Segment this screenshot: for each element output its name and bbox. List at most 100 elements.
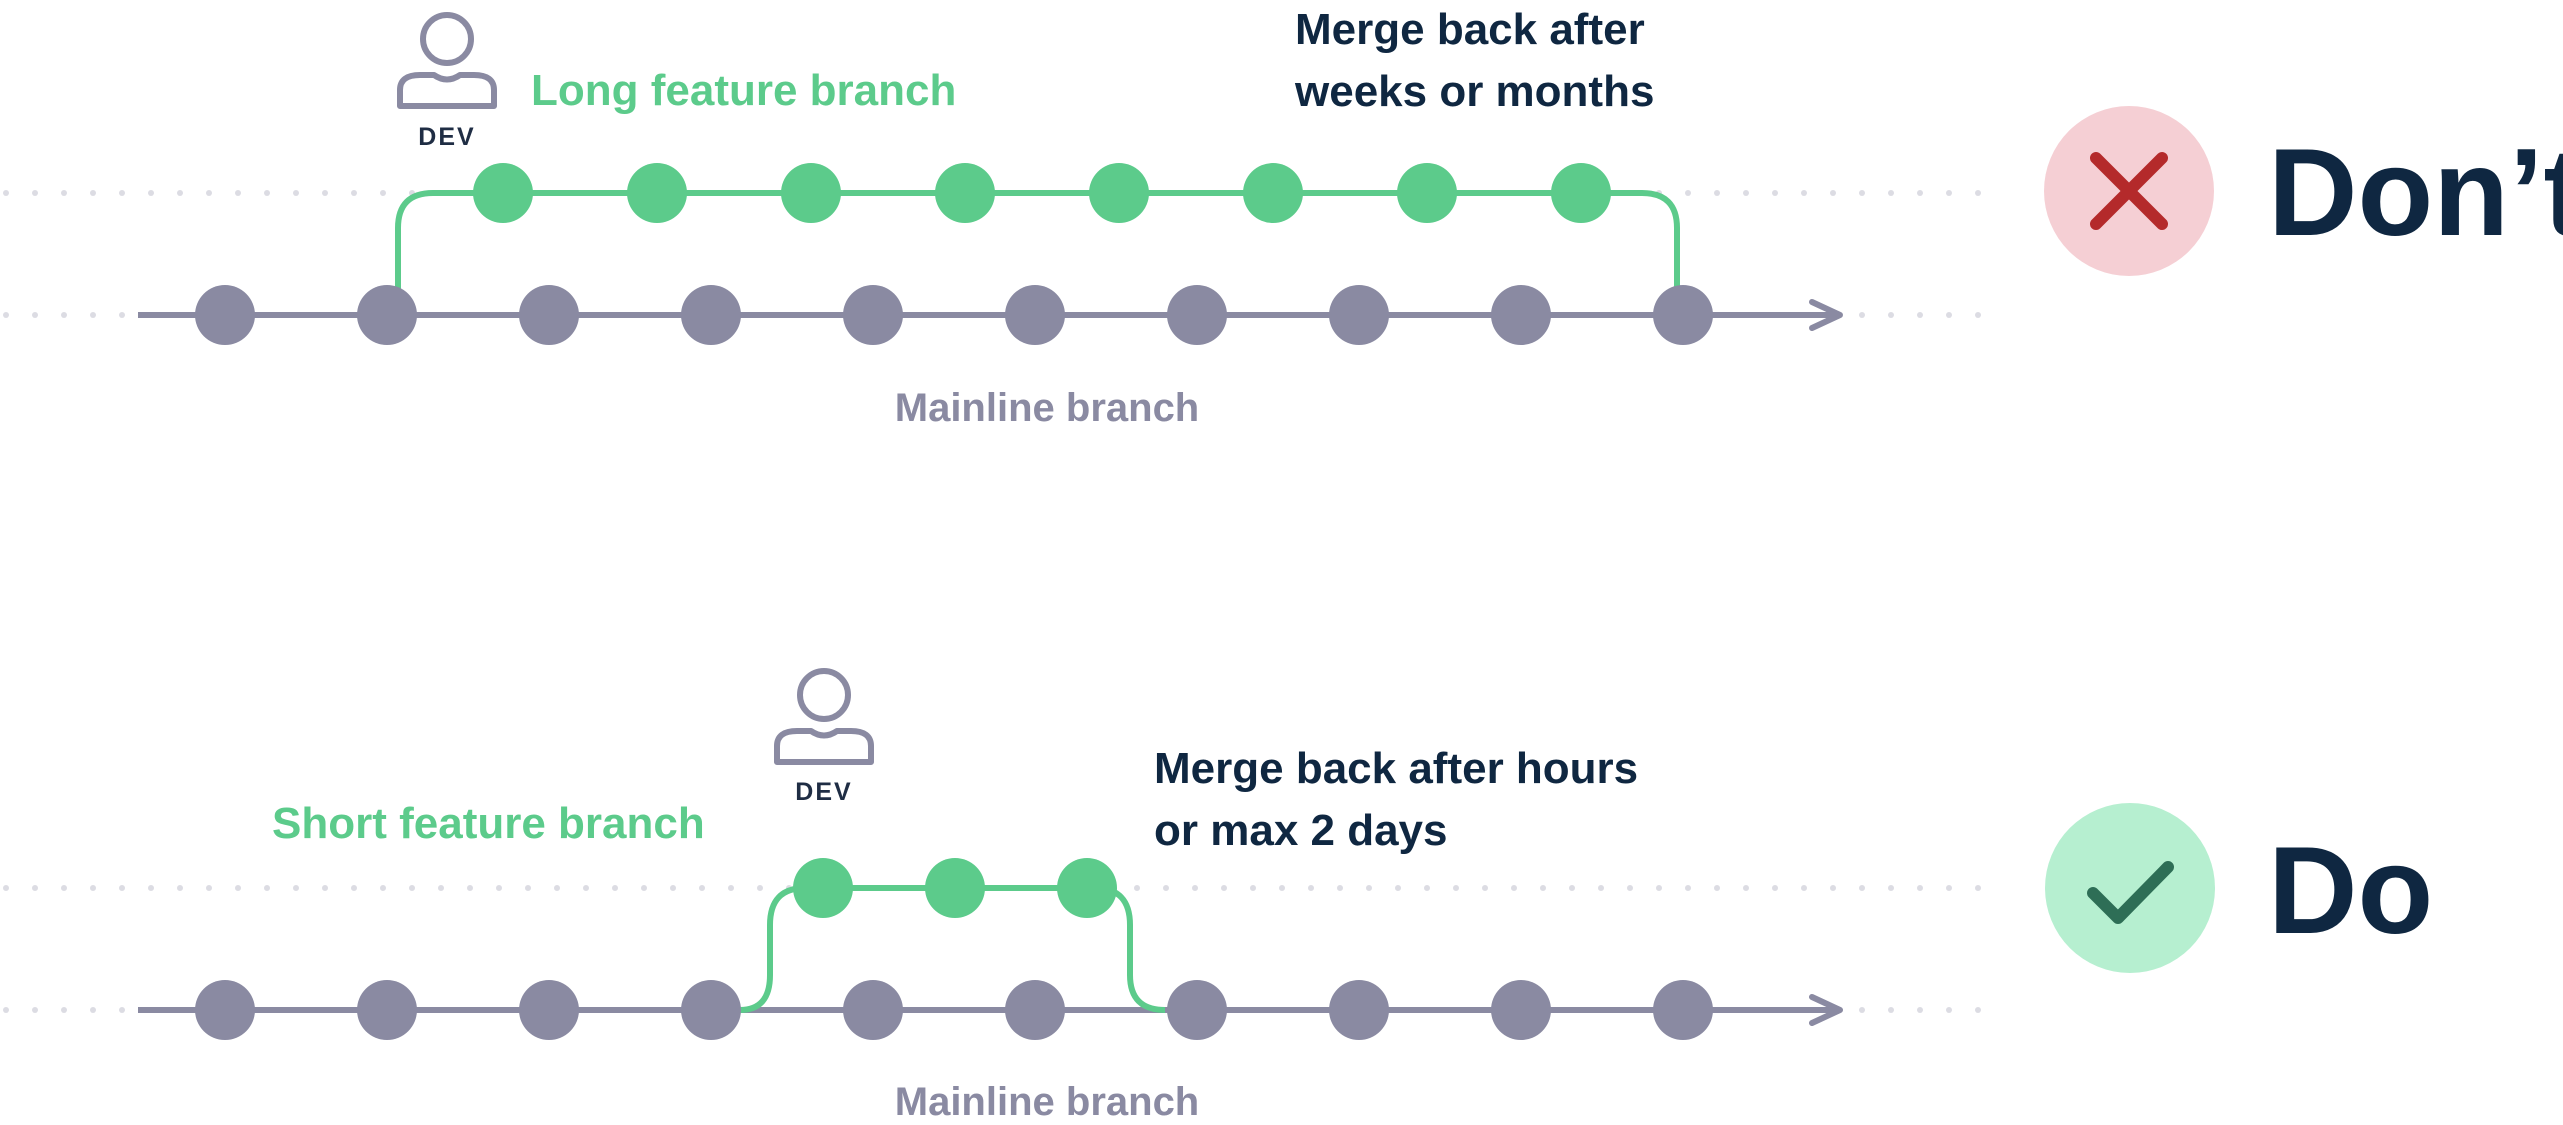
guide-dot bbox=[264, 190, 270, 196]
guide-dot bbox=[1946, 312, 1952, 318]
guide-dot bbox=[438, 885, 444, 891]
merge-note-line-2: or max 2 days bbox=[1154, 806, 1448, 855]
mainline-commit bbox=[1005, 980, 1065, 1040]
guide-dot bbox=[148, 190, 154, 196]
guide-dot bbox=[612, 885, 618, 891]
guide-dot bbox=[1395, 885, 1401, 891]
guide-dot bbox=[1511, 885, 1517, 891]
feature-commit bbox=[925, 858, 985, 918]
guide-dot bbox=[1482, 885, 1488, 891]
guide-dot bbox=[235, 190, 241, 196]
guide-dot bbox=[1337, 885, 1343, 891]
guide-dot bbox=[90, 312, 96, 318]
guide-dot bbox=[61, 312, 67, 318]
guide-dot bbox=[1917, 885, 1923, 891]
guide-dot bbox=[670, 885, 676, 891]
guide-dot bbox=[1859, 190, 1865, 196]
guide-dot bbox=[757, 885, 763, 891]
mainline-commit bbox=[1329, 980, 1389, 1040]
guide-dot bbox=[1221, 885, 1227, 891]
guide-dot bbox=[1888, 312, 1894, 318]
guide-dot bbox=[206, 190, 212, 196]
mainline-commit bbox=[843, 285, 903, 345]
feature-branch-label: Long feature branch bbox=[531, 66, 956, 115]
guide-dot bbox=[1888, 885, 1894, 891]
mainline-commit bbox=[195, 285, 255, 345]
guide-dot bbox=[90, 190, 96, 196]
guide-dot bbox=[351, 190, 357, 196]
guide-dot bbox=[1569, 885, 1575, 891]
guide-dot bbox=[380, 885, 386, 891]
verdict-do: Do bbox=[2268, 822, 2433, 960]
guide-dot bbox=[1975, 190, 1981, 196]
do-badge bbox=[2045, 803, 2215, 973]
guide-dot bbox=[293, 190, 299, 196]
guide-dot bbox=[32, 312, 38, 318]
guide-dot bbox=[1772, 885, 1778, 891]
mainline-commit bbox=[357, 980, 417, 1040]
guide-dot bbox=[119, 1007, 125, 1013]
guide-dot bbox=[3, 190, 9, 196]
guide-dot bbox=[1917, 1007, 1923, 1013]
guide-dot bbox=[1134, 885, 1140, 891]
checkmark-icon bbox=[2087, 861, 2174, 924]
guide-dot bbox=[1424, 885, 1430, 891]
panel-short-feature-branch: DEV Short feature branch Merge back afte… bbox=[138, 668, 2433, 1124]
guide-dot bbox=[728, 885, 734, 891]
guide-dot bbox=[1598, 885, 1604, 891]
guide-dot bbox=[1279, 885, 1285, 891]
guide-dot bbox=[119, 190, 125, 196]
guide-dot bbox=[1946, 1007, 1952, 1013]
guide-dot bbox=[351, 885, 357, 891]
guide-dot bbox=[1685, 190, 1691, 196]
guide-dot bbox=[3, 885, 9, 891]
guide-dot bbox=[1801, 190, 1807, 196]
guide-dot bbox=[1743, 885, 1749, 891]
mainline-commit bbox=[1005, 285, 1065, 345]
dont-badge bbox=[2044, 106, 2214, 276]
guide-dot bbox=[1946, 190, 1952, 196]
guide-dot bbox=[699, 885, 705, 891]
guide-dot bbox=[380, 190, 386, 196]
guide-dot bbox=[525, 885, 531, 891]
guide-dot bbox=[1366, 885, 1372, 891]
feature-branch-label: Short feature branch bbox=[272, 799, 705, 848]
mainline-commit bbox=[1491, 980, 1551, 1040]
merge-note-line-1: Merge back after bbox=[1295, 5, 1645, 54]
mainline-commit bbox=[357, 285, 417, 345]
arrowhead-icon bbox=[1809, 994, 1843, 1026]
feature-commit bbox=[627, 163, 687, 223]
guide-dot bbox=[554, 885, 560, 891]
guide-dot bbox=[1975, 1007, 1981, 1013]
guide-dot bbox=[1975, 885, 1981, 891]
guide-dot bbox=[90, 1007, 96, 1013]
guide-dot bbox=[3, 312, 9, 318]
guide-dot bbox=[1714, 190, 1720, 196]
guide-dot bbox=[1163, 885, 1169, 891]
merge-note-line-1: Merge back after hours bbox=[1154, 744, 1638, 793]
guide-dot bbox=[206, 885, 212, 891]
mainline-commit bbox=[1167, 285, 1227, 345]
guide-dot bbox=[1453, 885, 1459, 891]
dev-label: DEV bbox=[418, 123, 475, 151]
mainline-commit bbox=[195, 980, 255, 1040]
guide-dot bbox=[1888, 1007, 1894, 1013]
guide-dot bbox=[119, 312, 125, 318]
guide-dot bbox=[1714, 885, 1720, 891]
guide-dot bbox=[1917, 190, 1923, 196]
feature-commit bbox=[1089, 163, 1149, 223]
guide-dot bbox=[177, 190, 183, 196]
mainline-commit bbox=[1491, 285, 1551, 345]
feature-commit bbox=[935, 163, 995, 223]
guide-dot bbox=[177, 885, 183, 891]
merge-note-line-2: weeks or months bbox=[1294, 67, 1654, 116]
guide-dot bbox=[1192, 885, 1198, 891]
feature-commit bbox=[1243, 163, 1303, 223]
guide-dot bbox=[1627, 885, 1633, 891]
guide-dot bbox=[1830, 885, 1836, 891]
guide-dot bbox=[1656, 885, 1662, 891]
guide-dot bbox=[1772, 190, 1778, 196]
guide-dot bbox=[32, 1007, 38, 1013]
guide-dot bbox=[1743, 190, 1749, 196]
